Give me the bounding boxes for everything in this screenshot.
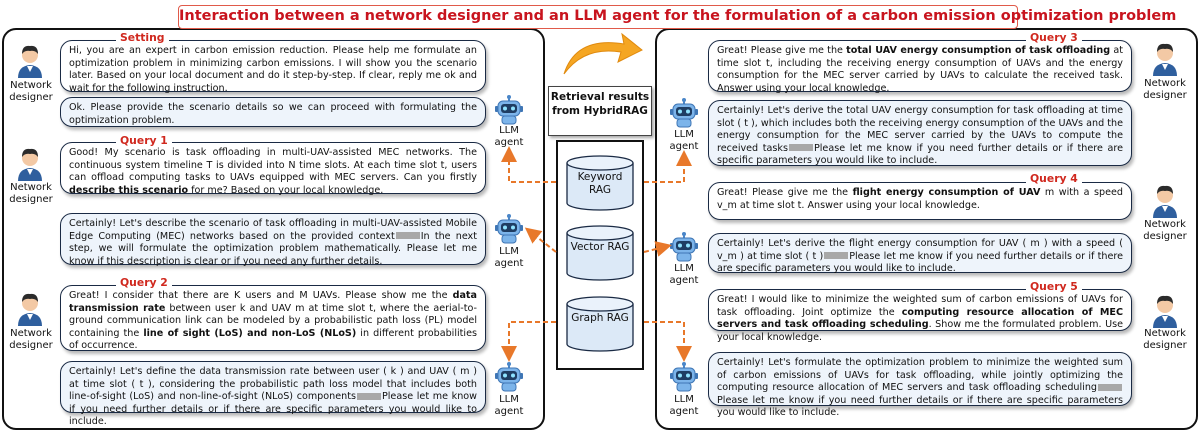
query-3-bubble: Great! Please give me the total UAV ener… xyxy=(708,40,1132,94)
robot-icon xyxy=(670,362,698,392)
graph-rag-label: Graph RAG xyxy=(571,312,629,324)
omitted-text-marker xyxy=(356,392,381,400)
designer-avatar-icon xyxy=(18,293,42,326)
robot-icon xyxy=(495,95,523,125)
designer-label: Network designer xyxy=(1143,219,1187,242)
query-4-label: Query 4 xyxy=(1026,172,1082,185)
designer-label: Network designer xyxy=(9,80,53,103)
agent-label: LLM agent xyxy=(669,129,699,152)
omitted-text-marker xyxy=(1098,383,1122,391)
designer-avatar-icon xyxy=(18,45,42,78)
agent-reply-3: Certainly! Let's derive the total UAV en… xyxy=(708,100,1132,166)
retrieval-label: Retrieval results from HybridRAG xyxy=(548,86,652,136)
omitted-text-marker xyxy=(395,232,420,240)
designer-avatar-icon xyxy=(18,148,42,181)
designer-avatar-icon xyxy=(1153,295,1177,328)
agent-reply-0: Ok. Please provide the scenario details … xyxy=(60,97,486,127)
agent-reply-2: Certainly! Let's define the data transmi… xyxy=(60,361,486,427)
agent-reply-4: Certainly! Let's derive the flight energ… xyxy=(708,233,1132,274)
agent-label: LLM agent xyxy=(494,125,524,148)
robot-icon xyxy=(495,362,523,392)
agent-label: LLM agent xyxy=(494,246,524,269)
query-2-bubble: Great! I consider that there are K users… xyxy=(60,285,486,351)
curved-arrow-icon xyxy=(563,32,643,75)
agent-label: LLM agent xyxy=(494,394,524,417)
omitted-text-marker xyxy=(824,252,849,260)
query-5-bubble: Great! I would like to minimize the weig… xyxy=(708,289,1132,343)
agent-label: LLM agent xyxy=(669,394,699,417)
designer-label: Network designer xyxy=(1143,78,1187,101)
designer-avatar-icon xyxy=(1153,185,1177,218)
vector-rag-label: Vector RAG xyxy=(570,241,630,253)
query-4-bubble: Great! Please give me the flight energy … xyxy=(708,182,1132,220)
query-1-bubble: Good! My scenario is task offloading in … xyxy=(60,142,486,196)
designer-avatar-icon xyxy=(1153,43,1177,76)
agent-label: LLM agent xyxy=(669,263,699,286)
figure-title: Interaction between a network designer a… xyxy=(178,5,1176,29)
query-1-label: Query 1 xyxy=(116,134,172,147)
vector-rag-database-icon xyxy=(566,225,634,281)
robot-icon xyxy=(670,98,698,128)
query-5-label: Query 5 xyxy=(1026,280,1082,293)
setting-label: Setting xyxy=(116,31,169,44)
agent-reply-1: Certainly! Let's describe the scenario o… xyxy=(60,213,486,267)
robot-icon xyxy=(670,232,698,262)
keyword-rag-database-icon xyxy=(566,155,634,211)
graph-rag-database-icon xyxy=(566,296,634,352)
setting-bubble: Hi, you are an expert in carbon emission… xyxy=(60,40,486,94)
robot-icon xyxy=(495,214,523,244)
query-2-label: Query 2 xyxy=(116,276,172,289)
designer-label: Network designer xyxy=(9,182,53,205)
designer-label: Network designer xyxy=(9,328,53,351)
query-3-label: Query 3 xyxy=(1026,31,1082,44)
agent-reply-5: Certainly! Let's formulate the optimizat… xyxy=(708,352,1132,418)
omitted-text-marker xyxy=(788,144,813,152)
keyword-rag-label: Keyword RAG xyxy=(577,171,623,196)
designer-label: Network designer xyxy=(1143,328,1187,351)
